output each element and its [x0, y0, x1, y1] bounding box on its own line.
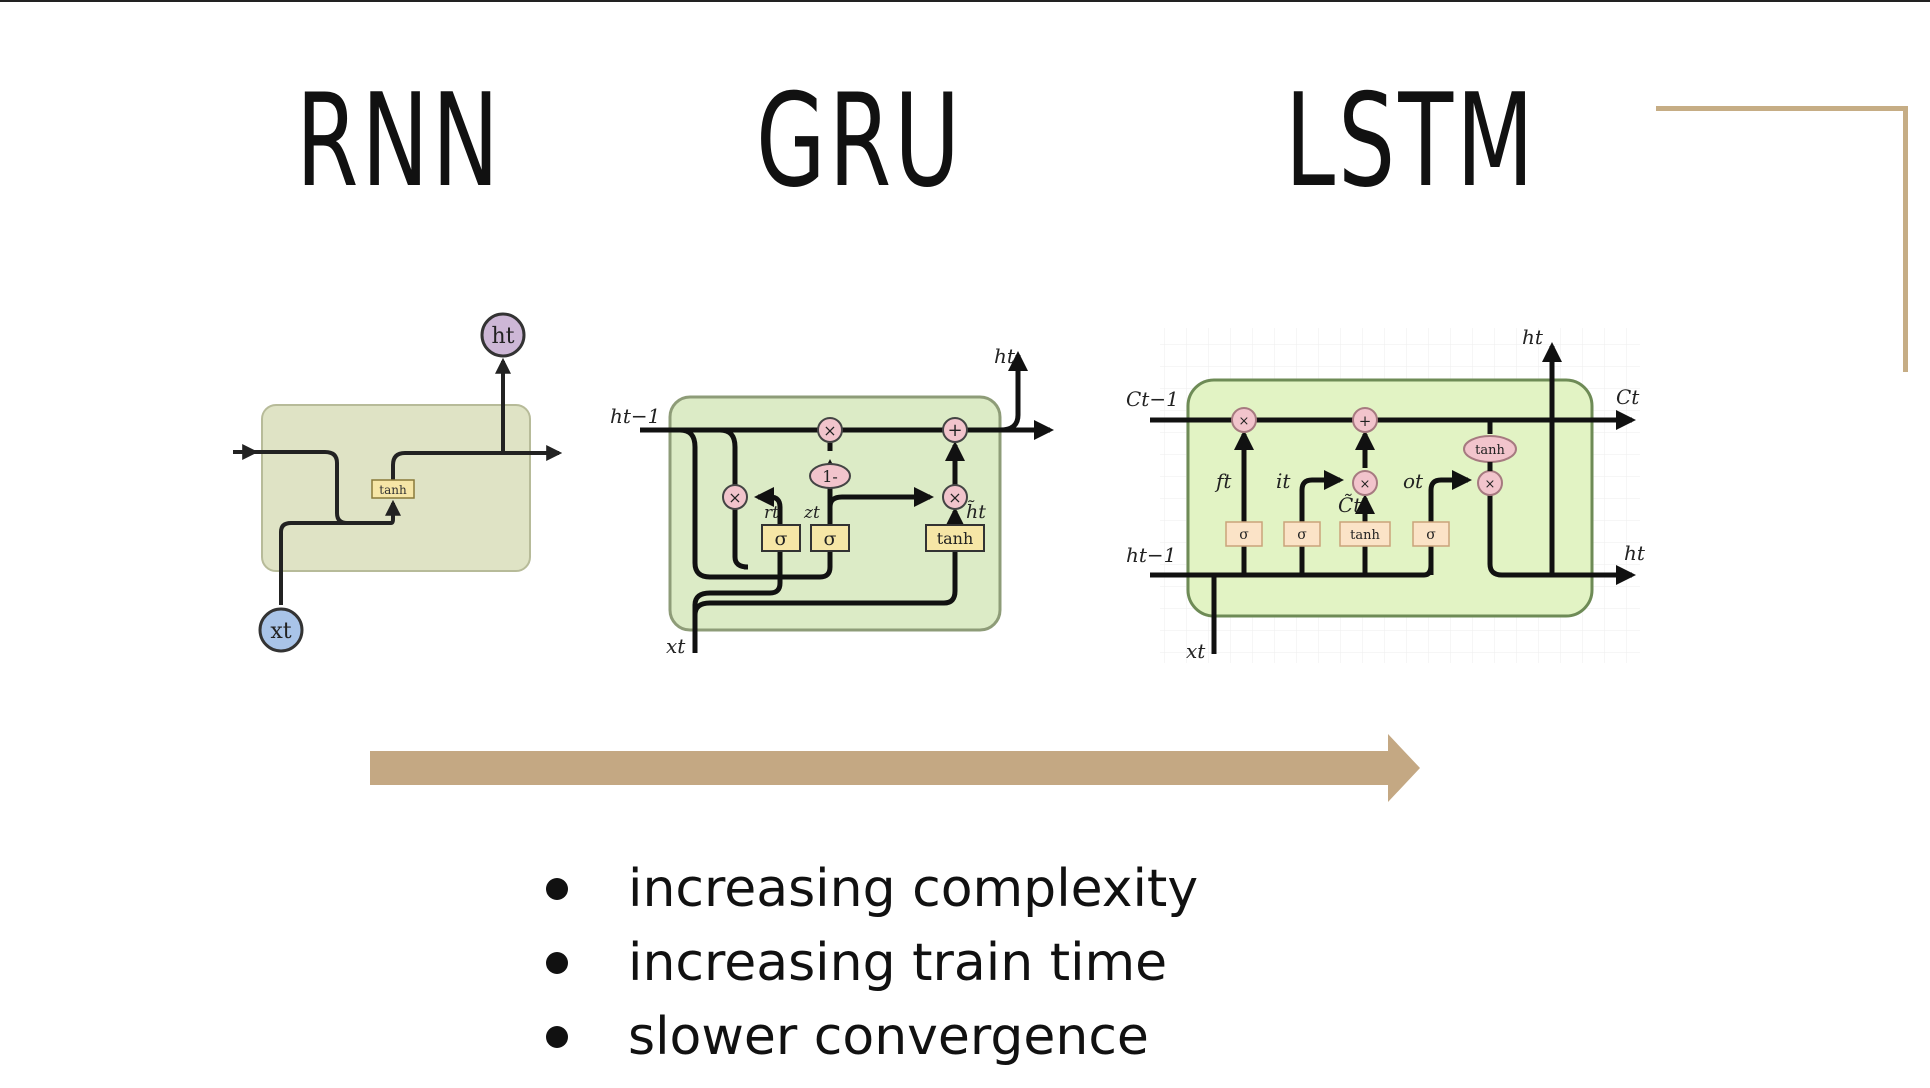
lstm-input-gate-label: it: [1276, 469, 1291, 493]
gru-update-sigma-label: σ: [824, 528, 837, 550]
bullet-dot: [546, 878, 568, 900]
rnn-output-connector: [391, 445, 563, 487]
gru-update-gate-right: [827, 487, 934, 508]
gru-tanh-label: tanh: [937, 529, 974, 548]
gru-update-sigma-box: [810, 524, 850, 552]
gru-hidden-down-connector: [679, 427, 833, 580]
gru-tanh-box: [925, 524, 985, 552]
takeaway-text: increasing complexity: [628, 859, 1199, 919]
lstm-prev-hidden-label: ht−1: [1126, 543, 1176, 567]
rnn-title: RNN: [296, 67, 503, 216]
gru-candidate-label: h̃t: [966, 500, 986, 523]
rnn-diagram: tanh ht xt: [233, 312, 563, 653]
takeaway-item: increasing complexity: [540, 852, 1198, 926]
rnn-tanh-box: [371, 479, 415, 499]
lstm-title: LSTM: [1285, 67, 1537, 216]
gru-multiply-op-top: [817, 417, 843, 443]
lstm-forget-gate-label: ft: [1214, 469, 1232, 493]
gru-multiply-op-candidate: [942, 484, 968, 510]
gru-one-minus-label: 1-: [822, 467, 838, 486]
lstm-input-gate-path: [1299, 470, 1344, 575]
gru-title: GRU: [756, 67, 964, 216]
lstm-forget-sigma-box: [1225, 521, 1263, 547]
gru-reset-gate-arrow: [754, 487, 783, 525]
lstm-forget-sigma-label: σ: [1239, 527, 1249, 543]
lstm-tanh-box: [1339, 521, 1391, 547]
lstm-input-sigma-box: [1283, 521, 1321, 547]
lstm-add-label: +: [1359, 412, 1372, 430]
bullet-dot: [546, 1026, 568, 1048]
gru-hidden-out-label: ht: [994, 344, 1016, 368]
gru-multiply-label-reset: ×: [728, 488, 741, 507]
lstm-tanh-op-label: tanh: [1475, 443, 1505, 458]
lstm-output-multiply-label: ×: [1485, 477, 1496, 492]
gru-input-label: xt: [666, 634, 686, 658]
takeaway-item: increasing train time: [540, 926, 1198, 1000]
lstm-output-gate-path: [1428, 470, 1472, 575]
gru-reset-sigma-box: [761, 524, 801, 552]
lstm-output-gate-label: ot: [1403, 469, 1424, 493]
rnn-input-label: xt: [270, 619, 291, 644]
lstm-output-sigma-label: σ: [1426, 527, 1436, 543]
lstm-forget-multiply-op: [1231, 407, 1257, 433]
gru-prev-hidden-label: ht−1: [610, 404, 660, 428]
top-rule: [0, 0, 1930, 2]
lstm-forget-multiply-label: ×: [1239, 414, 1250, 429]
complexity-arrow-shape: [370, 734, 1420, 802]
gru-reset-to-candidate: [732, 507, 749, 570]
gru-reset-sigma-label: σ: [775, 528, 788, 550]
gru-add-label: +: [947, 420, 962, 441]
gru-one-minus-op: [809, 463, 851, 489]
takeaway-text: increasing train time: [628, 933, 1168, 993]
gru-cell: [668, 395, 1002, 632]
lstm-cell-out-label: Ct: [1616, 385, 1640, 409]
lstm-hidden-out-line: [1487, 492, 1636, 585]
takeaway-list: increasing complexity increasing train t…: [540, 852, 1198, 1074]
takeaway-item: slower convergence: [540, 1000, 1198, 1074]
corner-bracket-decoration: [1656, 106, 1908, 372]
rnn-input-node: [258, 607, 304, 653]
lstm-input-multiply-op: [1352, 470, 1378, 496]
gru-add-op: [942, 417, 968, 443]
gru-diagram: × + × × 1- σ σ tanh ht−1 ht xt rt zt h̃t: [610, 344, 1054, 658]
rnn-hidden-in-connector: [233, 450, 365, 525]
complexity-progress-arrow: [370, 734, 1420, 802]
gru-multiply-op-reset: [722, 484, 748, 510]
gru-input-connector: [692, 540, 783, 653]
gru-multiply-label-candidate: ×: [948, 488, 961, 507]
lstm-input-sigma-label: σ: [1297, 527, 1307, 543]
gru-output-up-connector: [999, 351, 1028, 433]
lstm-output-sigma-box: [1412, 521, 1450, 547]
lstm-input-label: xt: [1186, 639, 1206, 663]
lstm-tanh-box-label: tanh: [1350, 528, 1380, 543]
lstm-prev-cell-label: Ct−1: [1126, 387, 1179, 411]
bullet-dot: [546, 952, 568, 974]
gru-update-gate-label: zt: [803, 503, 820, 523]
lstm-add-op: [1352, 407, 1378, 433]
lstm-diagram: × + × × tanh σ σ tanh σ Ct−1 Ct ht−1 ht …: [1126, 325, 1646, 663]
lstm-hidden-out-label: ht: [1624, 541, 1646, 565]
rnn-output-label: ht: [491, 324, 514, 349]
lstm-candidate-label: C̃t: [1338, 493, 1362, 517]
rnn-tanh-label: tanh: [379, 483, 407, 497]
takeaway-text: slower convergence: [628, 1007, 1149, 1067]
gru-input-candidate-connector: [692, 540, 958, 616]
gru-reset-gate-label: rt: [764, 503, 779, 523]
lstm-hidden-up-label: ht: [1522, 325, 1544, 349]
gru-multiply-label-top: ×: [823, 421, 836, 440]
gru-reset-path: [719, 427, 738, 495]
lstm-input-multiply-label: ×: [1360, 477, 1371, 492]
rnn-output-node: [480, 312, 526, 358]
